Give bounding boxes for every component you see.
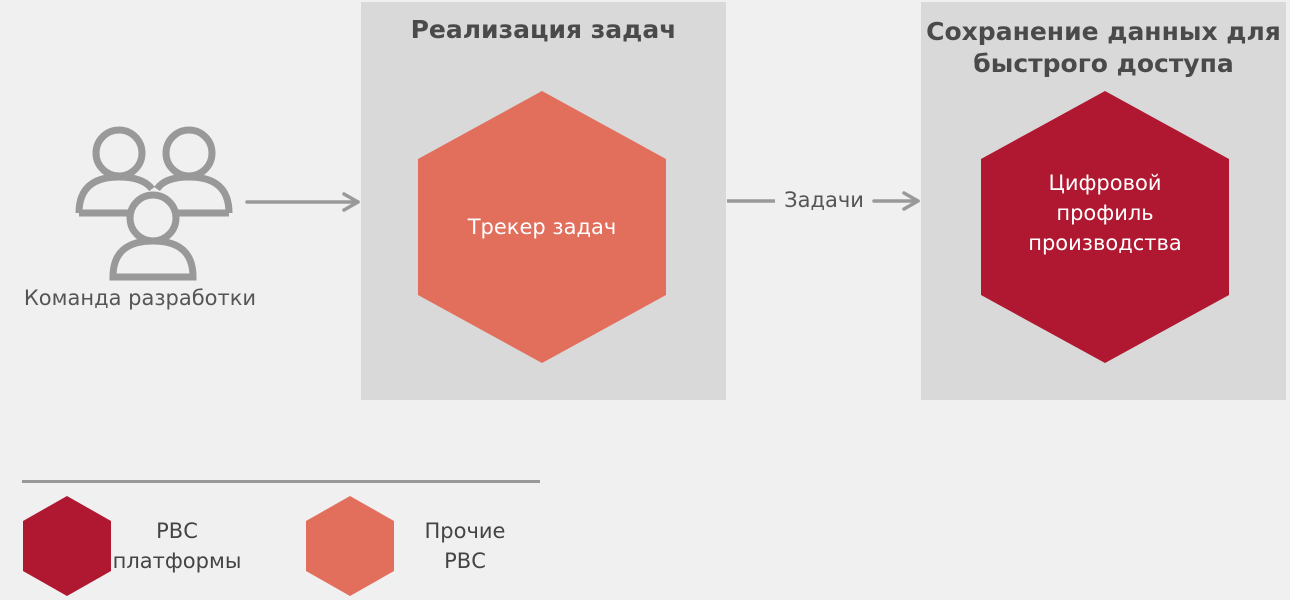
panel-title: Сохранение данных для быстрого доступа xyxy=(926,17,1281,78)
task-tracker-label: Трекер задач xyxy=(467,215,617,239)
legend-platform-hexagon xyxy=(23,496,111,596)
team-to-tracker-arrow xyxy=(245,192,360,212)
tasks-arrow-line xyxy=(727,199,775,203)
legend-platform-label: РВС платформы xyxy=(112,519,242,573)
task-tracker-hexagon[interactable] xyxy=(417,91,667,363)
legend-divider xyxy=(22,480,540,483)
tasks-arrow-head xyxy=(872,191,920,211)
tasks-arrow-label: Задачи xyxy=(784,188,864,212)
legend-other-hexagon xyxy=(306,496,394,596)
digital-profile-hexagon[interactable] xyxy=(980,91,1230,363)
digital-profile-label: Цифровой профиль производства xyxy=(1028,171,1182,255)
task-realization-panel: Реализация задач Трекер задач xyxy=(361,2,726,400)
data-storage-panel: Сохранение данных для быстрого доступа Ц… xyxy=(921,2,1286,400)
panel-title: Реализация задач xyxy=(410,15,677,44)
team-label: Команда разработки xyxy=(23,286,257,310)
team-icon xyxy=(75,126,233,281)
legend-other-label: Прочие РВС xyxy=(424,519,506,573)
